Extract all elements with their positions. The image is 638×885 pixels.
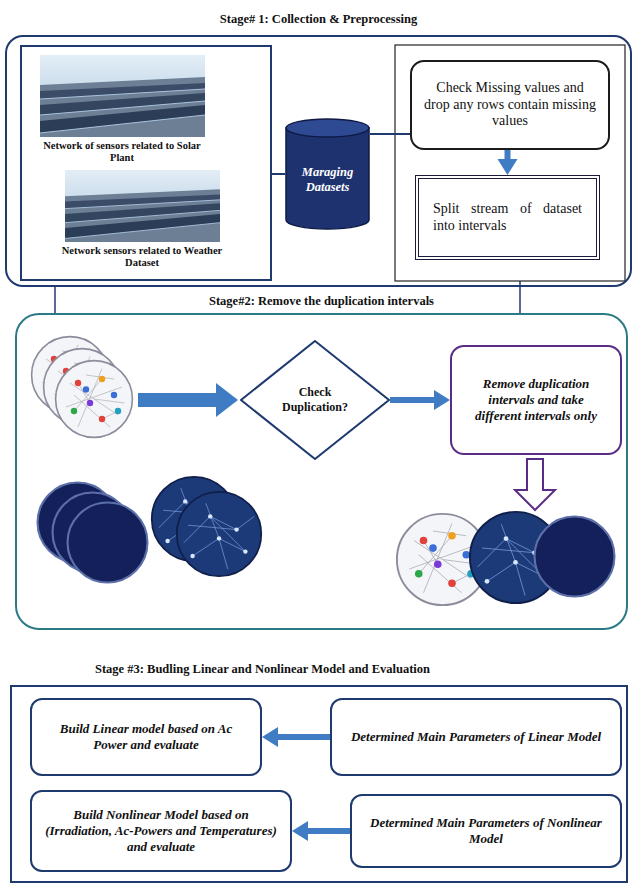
database-cylinder: Maraging Datasets	[285, 118, 370, 230]
connector-stroke	[272, 173, 285, 175]
connector-line	[370, 134, 410, 135]
stage-panel: Stage#2: Remove the duplication interval…	[15, 313, 628, 630]
box-text: Check Missing values and drop any rows c…	[422, 80, 598, 130]
solar-plant-photo	[40, 55, 205, 137]
box-text: Remove duplication intervals and take di…	[464, 376, 608, 425]
flow-arrow	[292, 821, 350, 841]
connector-stroke	[276, 734, 330, 740]
box-text: Maraging Datasets	[291, 165, 364, 195]
parameter-box: Determined Main Parameters of Linear Mod…	[330, 698, 622, 776]
flow-arrow	[498, 150, 518, 175]
process-box: Remove duplication intervals and take di…	[450, 345, 622, 455]
block-arrow	[138, 383, 238, 417]
sensor-photo-box: Network of sensors related to Solar Plan…	[20, 45, 272, 281]
connector-stroke	[370, 133, 410, 135]
interval-circle	[68, 503, 148, 583]
connector-stroke	[306, 828, 350, 834]
diamond-shape	[241, 341, 389, 459]
box-text: Determined Main Parameters of Linear Mod…	[344, 729, 608, 745]
stage-link-line	[54, 287, 56, 313]
process-box: Build Linear model based on Ac Power and…	[30, 698, 262, 776]
flow-arrow	[390, 390, 450, 410]
cylinder-body	[286, 128, 369, 229]
parameter-box: Determined Main Parameters of Nonlinear …	[350, 794, 622, 868]
connector-stroke	[390, 397, 436, 403]
box-text: Split stream of dataset into intervals	[433, 201, 582, 235]
box-text: Build Linear model based on Ac Power and…	[44, 721, 248, 754]
stage-panel: Stage# 1: Collection & PreprocessingNetw…	[5, 35, 632, 287]
stage-title: Stage #3: Budling Linear and Nonlinear M…	[95, 662, 615, 677]
interval-circle	[535, 517, 615, 597]
process-box: Check Missing values and drop any rows c…	[410, 60, 610, 150]
cylinder-top	[286, 119, 369, 137]
arrow-head	[434, 390, 450, 410]
box-text: Build Nonlinear Model based on (Irradiat…	[44, 807, 278, 856]
interval-photo-circle	[177, 492, 261, 576]
box-text: Determined Main Parameters of Nonlinear …	[364, 815, 608, 848]
photo-caption: Network sensors related to Weather Datas…	[52, 245, 232, 269]
process-box: Build Nonlinear Model based on (Irradiat…	[30, 790, 292, 872]
box-text: Check Duplication?	[269, 385, 361, 415]
interval-network-circle	[56, 361, 133, 438]
arrow-head	[262, 727, 278, 747]
process-box: Split stream of dataset into intervals	[415, 175, 600, 260]
preprocessing-panel	[395, 45, 625, 281]
arrow-head	[498, 159, 518, 175]
connector-line	[272, 174, 285, 175]
arrow-head	[292, 821, 308, 841]
stage-title: Stage#2: Remove the duplication interval…	[15, 294, 628, 309]
stage-panel: Stage #3: Budling Linear and Nonlinear M…	[10, 685, 628, 883]
weather-sensor-photo	[65, 170, 220, 242]
stage-title: Stage# 1: Collection & Preprocessing	[5, 12, 632, 27]
photo-caption: Network of sensors related to Solar Plan…	[32, 140, 212, 164]
flow-arrow	[262, 727, 330, 747]
decision-diamond: Check Duplication?	[240, 340, 390, 460]
hollow-arrow	[515, 459, 555, 510]
